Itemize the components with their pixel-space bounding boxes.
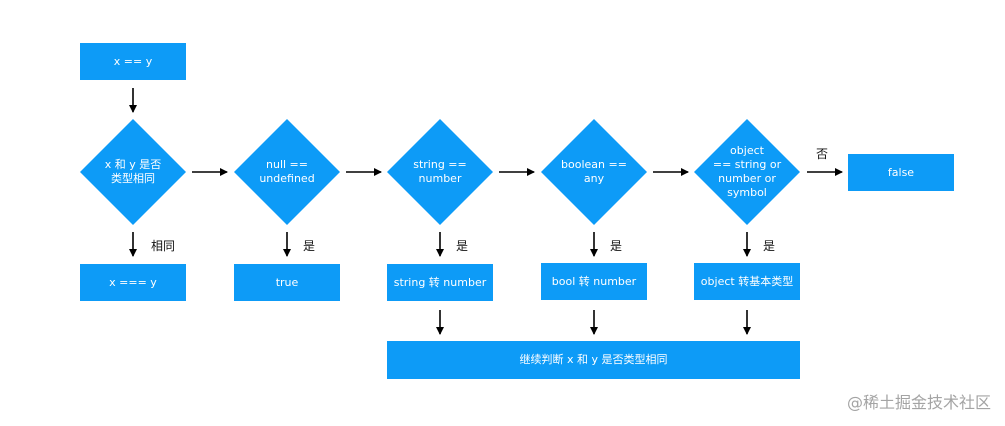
strict-equal-node-label: x === y xyxy=(109,275,157,289)
bool-to-number-label: bool 转 number xyxy=(551,274,637,288)
watermark-text: @稀土掘金技术社区 xyxy=(846,393,991,412)
decision-string-number-line-2: number xyxy=(418,172,462,185)
decision-null-undefined-line-2: undefined xyxy=(259,172,315,185)
decision-object-line-2: == string or xyxy=(712,158,782,171)
decision-same-type-line-2: 类型相同 xyxy=(111,172,155,185)
continue-check-node: 继续判断 x 和 y 是否类型相同 xyxy=(387,341,800,379)
decision-boolean-any-line-1: boolean == xyxy=(561,158,627,171)
string-to-number-label: string 转 number xyxy=(393,275,487,289)
decision-string-number-line-1: string == xyxy=(413,158,467,171)
decision-null-undefined-line-1: null == xyxy=(266,158,308,171)
continue-check-label: 继续判断 x 和 y 是否类型相同 xyxy=(519,353,668,366)
edge-label-same: 相同 xyxy=(151,239,176,253)
edge-label-yes-string: 是 xyxy=(456,239,469,253)
decision-boolean-any-line-2: any xyxy=(583,172,605,185)
false-node-label: false xyxy=(887,165,915,179)
decision-object-line-4: symbol xyxy=(727,186,767,199)
object-to-primitive-node: object 转基本类型 xyxy=(694,263,800,300)
edge-label-yes-object: 是 xyxy=(763,239,776,253)
edge-label-yes-boolean: 是 xyxy=(610,239,623,253)
edge-label-no: 否 xyxy=(816,147,829,161)
decision-boolean-any: boolean == any xyxy=(541,119,647,225)
false-node: false xyxy=(848,154,954,191)
strict-equal-node: x === y xyxy=(80,264,186,301)
string-to-number-node: string 转 number xyxy=(387,264,493,301)
decision-object-primitive: object == string or number or symbol xyxy=(694,119,800,225)
edge-label-yes-null: 是 xyxy=(303,239,316,253)
object-to-primitive-label: object 转基本类型 xyxy=(700,274,794,288)
true-node-label: true xyxy=(275,275,299,289)
start-node-label: x == y xyxy=(113,54,153,68)
decision-object-line-1: object xyxy=(730,144,764,157)
decision-same-type-line-1: x 和 y 是否 xyxy=(104,158,162,171)
decision-null-undefined: null == undefined xyxy=(234,119,340,225)
bool-to-number-node: bool 转 number xyxy=(541,263,647,300)
true-node: true xyxy=(234,264,340,301)
decision-same-type: x 和 y 是否 类型相同 xyxy=(80,119,186,225)
decision-string-number: string == number xyxy=(387,119,493,225)
start-node: x == y xyxy=(80,43,186,80)
decision-object-line-3: number or xyxy=(718,172,776,185)
